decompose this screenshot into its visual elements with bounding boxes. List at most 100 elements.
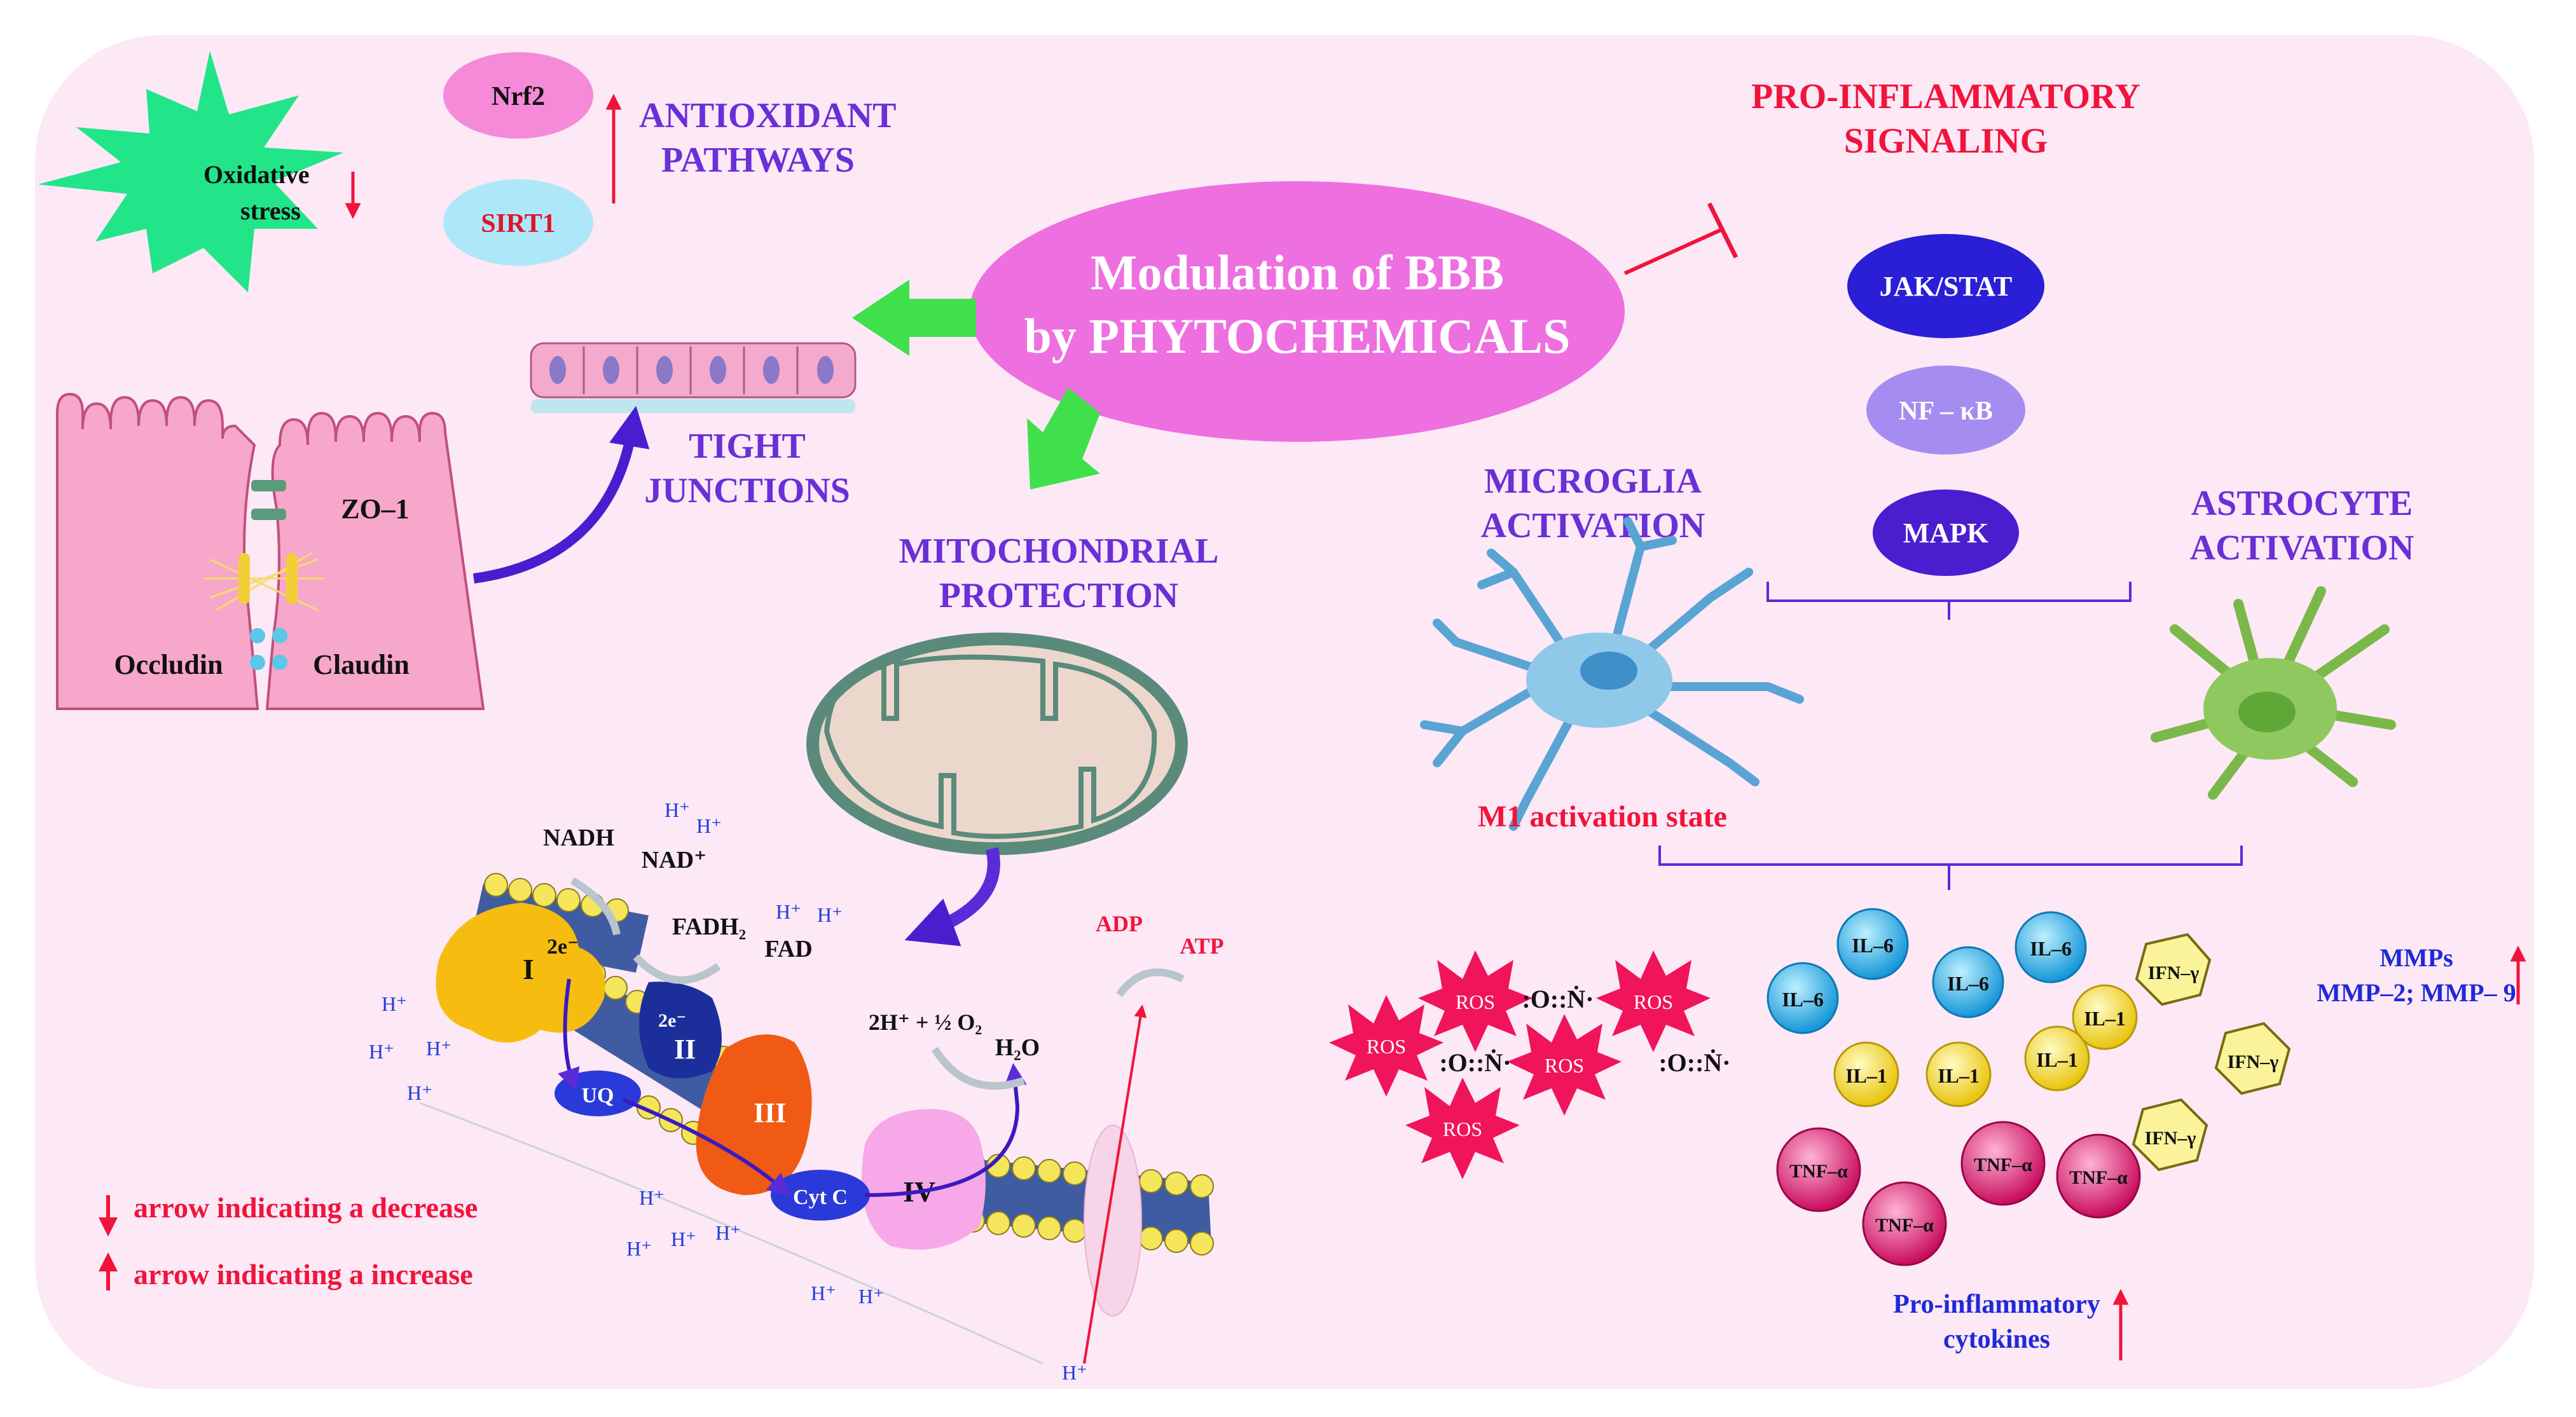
tight-junctions-title-1: TIGHT (689, 427, 806, 466)
il6-label-1: IL–6 (1852, 934, 1894, 957)
complex-iii-label: III (754, 1097, 786, 1128)
endothelial-strip (530, 342, 857, 399)
antioxidant-title-1: ANTIOXIDANT (639, 96, 897, 135)
ros-group: ROS ROS ROS ROS ROS (1329, 950, 1711, 1179)
antioxidant-title-2: PATHWAYS (661, 140, 855, 180)
hplus-11: H⁺ (671, 1228, 696, 1250)
electron-flow-2 (622, 1098, 791, 1196)
hplus-3: H⁺ (776, 900, 801, 923)
tnf-label-1: TNF–α (1789, 1161, 1848, 1182)
occludin-label: Occludin (114, 649, 223, 680)
ifn-label-2: IFN–γ (2228, 1051, 2279, 1072)
tight-junctions-section: TIGHT JUNCTIONS ZO–1 Occludin Claudin (56, 342, 857, 710)
tnf-label-2: TNF–α (1974, 1154, 2032, 1175)
ros-label-1: ROS (1456, 990, 1495, 1013)
ros-star-4 (1507, 1014, 1622, 1116)
h2o-label: H₂O (995, 1034, 1040, 1061)
m1-state-label: M1 activation state (1478, 800, 1727, 833)
ifn-3 (2132, 1098, 2208, 1172)
electron-flow-1 (558, 978, 580, 1092)
uq-label: UQ (582, 1084, 614, 1107)
cytc-label: Cyt C (793, 1186, 848, 1209)
inflammatory-title-2: SIGNALING (1844, 121, 2048, 161)
oxidative-label-2: stress (240, 196, 301, 225)
no-radical-3: :O::Ṅ· (1658, 1048, 1730, 1077)
ros-label-2: ROS (1367, 1035, 1406, 1058)
legend-decrease-text: arrow indicating a decrease (134, 1191, 478, 1224)
electron-flow-3 (864, 1063, 1027, 1197)
legend: arrow indicating a decrease arrow indica… (99, 1191, 478, 1290)
mito-title-1: MITOCHONDRIAL (899, 531, 1218, 571)
proton-labels: H⁺ H⁺ H⁺ H⁺ H⁺ H⁺ H⁺ H⁺ H⁺ H⁺ H⁺ H⁺ H⁺ H… (369, 798, 1087, 1384)
oxidative-label-1: Oxidative (203, 160, 310, 189)
cytc-carrier (771, 1170, 870, 1221)
il1-label-4: IL–1 (1845, 1064, 1887, 1087)
il6-label-3: IL–6 (1947, 972, 1989, 995)
endothelial-nuclei (549, 346, 834, 394)
il6-group: IL–6 IL–6 IL–6 IL–6 (1767, 908, 2087, 1034)
cytokines-caption-1: Pro-inflammatory (1893, 1290, 2100, 1319)
proton-flow-arrow (1083, 1004, 1147, 1364)
inflammation-section: PRO-INFLAMMATORY SIGNALING JAK/STAT NF –… (1329, 77, 2526, 1360)
il1-2 (2024, 1025, 2090, 1092)
tnf-label-3: TNF–α (2069, 1167, 2128, 1188)
microglia-title-1: MICROGLIA (1484, 462, 1702, 501)
center-node: Modulation of BBB by PHYTOCHEMICALS (852, 181, 1739, 489)
mito-title-2: PROTECTION (939, 576, 1179, 615)
ros-star-5 (1405, 1078, 1520, 1179)
ros-star-2 (1329, 995, 1443, 1097)
right-cell (265, 411, 485, 710)
mitochondria-section: MITOCHONDRIAL PROTECTION I 2e⁻ II 2e⁻ (369, 531, 1224, 1384)
hplus-9: H⁺ (639, 1186, 665, 1209)
hplus-5: H⁺ (382, 992, 407, 1015)
ros-star-1 (1418, 950, 1533, 1052)
cristae (823, 654, 1157, 839)
il1-3 (1925, 1041, 1992, 1107)
astro-title-1: ASTROCYTE (2191, 484, 2413, 523)
center-title-2: by PHYTOCHEMICALS (1024, 308, 1571, 364)
il6-3 (1932, 946, 2004, 1018)
junction-proteins (203, 480, 324, 670)
hplus-7: H⁺ (426, 1037, 451, 1060)
hplus-8: H⁺ (407, 1081, 432, 1104)
tnf-3 (2056, 1133, 2141, 1219)
complex-ii-label: II (674, 1034, 696, 1065)
mmps-title: MMPs (2380, 943, 2453, 972)
fad-label: FAD (764, 936, 812, 962)
nadh-curve (570, 877, 621, 936)
two-e-label-1: 2e⁻ (547, 935, 579, 959)
microglia-cell (1420, 517, 1804, 831)
water-curve (931, 1046, 1025, 1090)
atp-label: ATP (1180, 933, 1223, 959)
microglia-nucleus (1580, 652, 1637, 690)
ros-label-4: ROS (1545, 1054, 1584, 1077)
il1-group: IL–1 IL–1 IL–1 IL–1 (1833, 984, 2138, 1107)
tight-junction-curved-arrow (472, 406, 650, 584)
nadh-label: NADH (543, 825, 614, 851)
il6-label-4: IL–6 (1782, 988, 1824, 1011)
tnf-4 (1862, 1181, 1947, 1266)
hplus-12: H⁺ (715, 1221, 741, 1244)
mito-down-arrow (904, 847, 1000, 947)
nad-label: NAD⁺ (642, 847, 706, 873)
complex-iii (696, 1034, 812, 1195)
proton-gradient-line (419, 1102, 1043, 1365)
mapk-label: MAPK (1903, 517, 1988, 549)
atp-synthase (1084, 1125, 1142, 1317)
hplus-1: H⁺ (665, 798, 690, 821)
two-e-label-2: 2e⁻ (658, 1010, 686, 1031)
hplus-2: H⁺ (696, 814, 722, 837)
complex-ii (639, 982, 722, 1079)
green-arrow-to-mitochondria (1027, 388, 1100, 489)
adp-label: ADP (1096, 911, 1143, 936)
no-radical-1: :O::Ṅ· (1522, 985, 1594, 1013)
cells-bracket (1658, 845, 2243, 890)
jakstat-label: JAK/STAT (1880, 271, 2013, 302)
nfkb-label: NF – κB (1899, 397, 1993, 426)
il1-4 (1833, 1041, 1899, 1107)
cytokines-caption-2: cytokines (1943, 1325, 2050, 1354)
ifn-2 (2214, 1022, 2291, 1095)
inhibit-bar (1707, 202, 1739, 259)
tnf-group: TNF–α TNF–α TNF–α TNF–α (1776, 1121, 2141, 1266)
hplus-10: H⁺ (626, 1237, 652, 1260)
